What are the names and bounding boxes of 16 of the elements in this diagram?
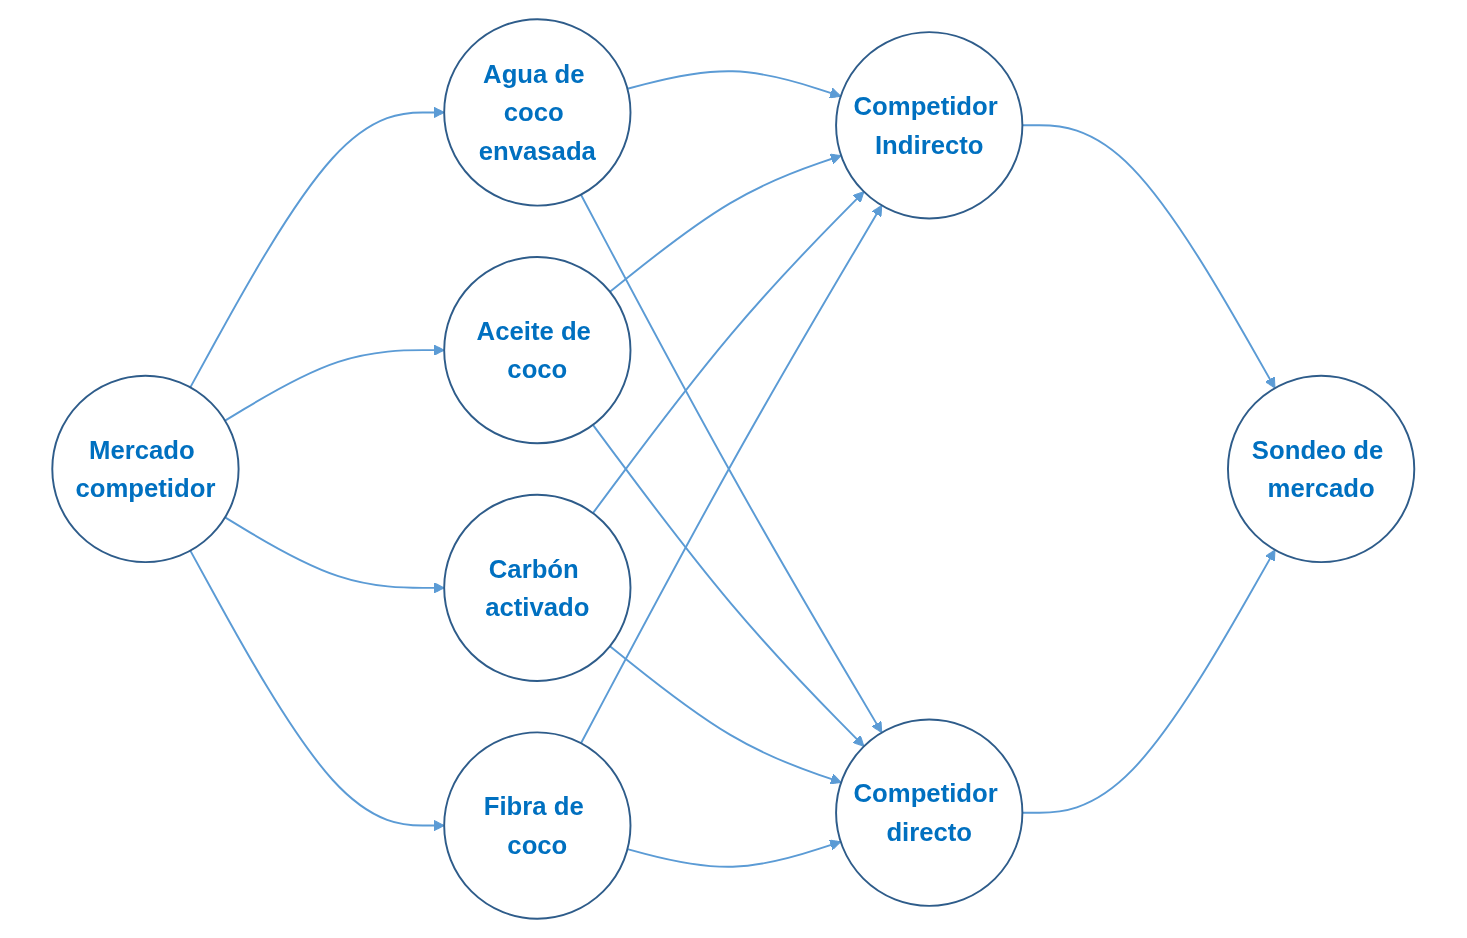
arrow bbox=[224, 516, 445, 594]
node-circle: Fibra de coco bbox=[443, 731, 632, 920]
node-circle: Aceite de coco bbox=[443, 256, 632, 445]
node-circle: Mercado competidor bbox=[51, 374, 240, 564]
arrow bbox=[609, 153, 842, 293]
node-circle: Sondeo de mercado bbox=[1227, 374, 1416, 564]
arrow bbox=[609, 645, 842, 785]
arrow bbox=[592, 191, 865, 515]
arrow bbox=[189, 549, 445, 832]
arrow bbox=[224, 344, 445, 422]
node-circle: Competidor Indirecto bbox=[835, 31, 1024, 220]
arrow bbox=[592, 423, 865, 747]
node-circle: Agua de coco envasada bbox=[443, 18, 632, 207]
node-circle: Competidor directo bbox=[835, 718, 1024, 907]
arrow bbox=[189, 106, 445, 389]
node-circle: Carbón activado bbox=[443, 493, 632, 682]
